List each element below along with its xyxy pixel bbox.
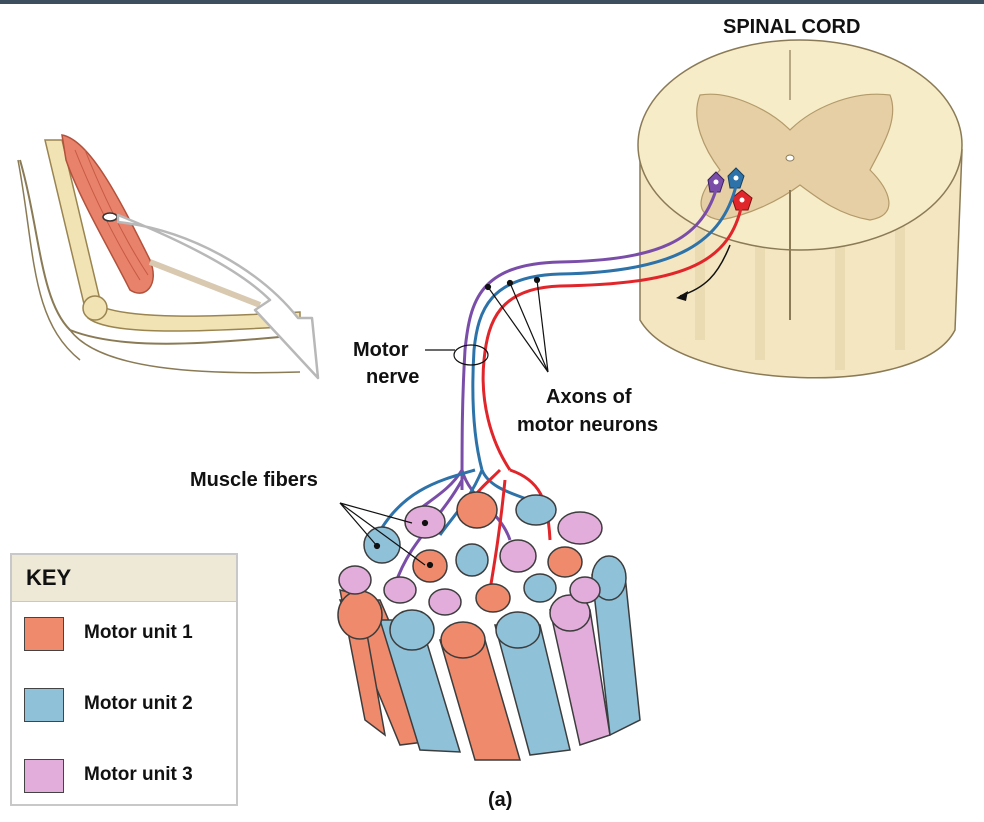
top-border bbox=[0, 0, 984, 4]
pointer-lines bbox=[339, 276, 549, 569]
zoom-arrow bbox=[116, 213, 320, 380]
spinal-cord-label: SPINAL CORD bbox=[723, 16, 861, 38]
key-label-motor-unit-2: Motor unit 2 bbox=[84, 693, 193, 714]
muscle-fibers-label: Muscle fibers bbox=[190, 469, 318, 491]
key-label-motor-unit-1: Motor unit 1 bbox=[84, 622, 193, 643]
motor-nerve-label-line1: Motor bbox=[353, 339, 409, 361]
key-legend: KEY Motor unit 1 Motor unit 2 Motor unit… bbox=[10, 553, 238, 806]
arm-illustration bbox=[17, 134, 301, 374]
key-label-motor-unit-3: Motor unit 3 bbox=[84, 764, 193, 785]
muscle-fascicle bbox=[337, 491, 641, 761]
spinal-cord bbox=[637, 39, 963, 379]
axons-label-line2: motor neurons bbox=[517, 414, 659, 436]
axons-label-line1: Axons of bbox=[546, 386, 632, 408]
key-title: KEY bbox=[12, 555, 236, 602]
swatch-motor-unit-3 bbox=[24, 759, 64, 793]
motor-nerve-label-line2: nerve bbox=[366, 366, 420, 388]
panel-label: (a) bbox=[488, 789, 513, 811]
swatch-motor-unit-1 bbox=[24, 617, 64, 651]
swatch-motor-unit-2 bbox=[24, 688, 64, 722]
